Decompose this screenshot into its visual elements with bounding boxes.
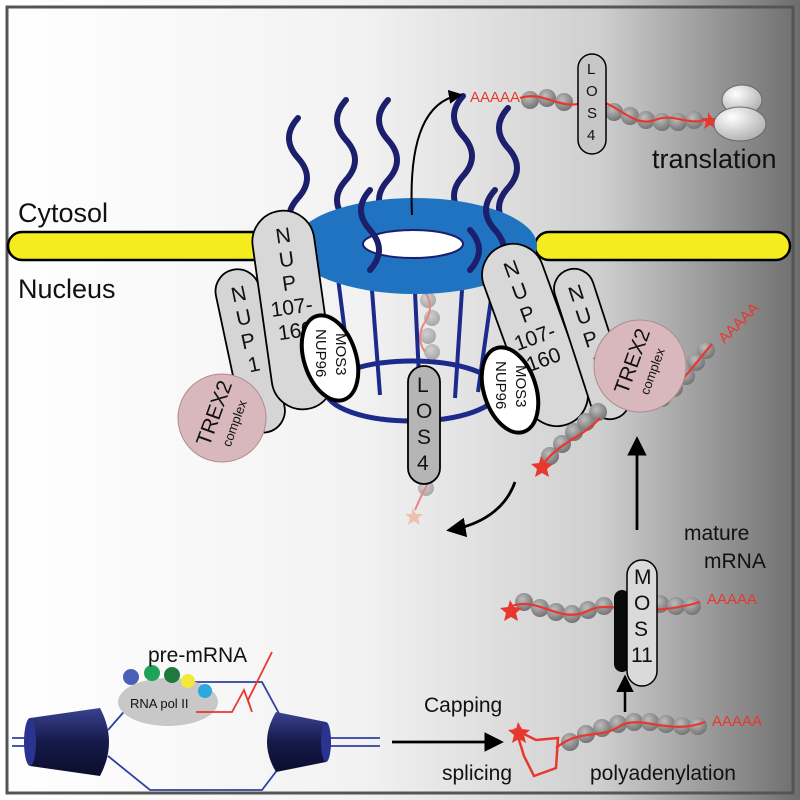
svg-text:S: S: [634, 618, 648, 641]
mature-mrna: AAAAA: [500, 591, 757, 623]
svg-text:4: 4: [417, 452, 429, 475]
label-mrna: mRNA: [704, 550, 766, 573]
mos11-protein: M O S 11: [614, 559, 658, 687]
svg-text:11: 11: [631, 644, 653, 667]
svg-text:S: S: [587, 105, 597, 122]
diagram-frame: [5, 5, 795, 795]
nuclear-membrane-right: [533, 230, 792, 262]
svg-text:4: 4: [587, 127, 595, 144]
svg-text:O: O: [634, 592, 650, 615]
trex2-complex-right: TREX2 complex: [593, 319, 687, 413]
label-nucleus: Nucleus: [18, 274, 116, 304]
label-translation: translation: [652, 144, 777, 174]
svg-text:NUP96: NUP96: [492, 361, 509, 409]
recycling-arrow: [446, 481, 517, 538]
svg-text:L: L: [417, 374, 429, 397]
svg-text:N: N: [566, 281, 588, 308]
svg-text:P: P: [239, 329, 257, 354]
svg-text:O: O: [586, 83, 598, 100]
label-pre-mrna: pre-mRNA: [148, 644, 247, 667]
svg-text:N: N: [229, 282, 249, 308]
svg-text:O: O: [416, 400, 432, 423]
nascent-mrna: AAAAA: [508, 713, 762, 778]
svg-text:P: P: [281, 271, 298, 296]
los4-nucleus: L O S 4: [407, 365, 441, 485]
mos3-nup96-right: MOS3 NUP96: [479, 345, 541, 435]
svg-text:M: M: [634, 566, 652, 589]
pore-channel: [362, 229, 464, 259]
label-cytosol: Cytosol: [18, 198, 108, 228]
star-cap-trex2: [531, 456, 553, 477]
svg-text:U: U: [509, 279, 531, 306]
ribosome-icon: [713, 84, 767, 142]
svg-text:MOS3: MOS3: [512, 365, 529, 408]
svg-text:MOS3: MOS3: [332, 333, 349, 376]
label-rna-pol: RNA pol II: [130, 696, 189, 711]
label-capping: Capping: [424, 694, 502, 717]
export-arrow: [410, 89, 463, 216]
svg-text:NUP96: NUP96: [312, 329, 329, 377]
label-splicing: splicing: [442, 762, 512, 785]
los4-cytosol: L O S 4: [577, 53, 607, 155]
polyA-tail-cytosol: AAAAA: [470, 89, 520, 106]
svg-text:U: U: [234, 305, 254, 331]
rna-polymerase-ii: [118, 678, 218, 726]
svg-text:N: N: [274, 224, 292, 249]
polyA-tail-mature: AAAAA: [707, 591, 757, 608]
mos3-nup96-left: MOS3 NUP96: [299, 313, 361, 403]
polymerase-clamp-right: [267, 712, 331, 772]
svg-text:N: N: [501, 256, 523, 283]
svg-text:L: L: [587, 61, 595, 78]
label-mature: mature: [684, 522, 749, 545]
svg-text:1: 1: [246, 353, 262, 378]
svg-text:U: U: [573, 303, 595, 330]
label-polyadenylation: polyadenylation: [590, 762, 736, 785]
nascent-transcript: [196, 651, 273, 713]
svg-text:U: U: [277, 247, 295, 272]
polyA-tail-nascent: AAAAA: [712, 713, 762, 730]
svg-text:S: S: [417, 426, 431, 449]
ctd-modifications: [123, 665, 212, 698]
polymerase-clamp-left: [24, 708, 109, 776]
svg-text:P: P: [580, 327, 600, 353]
trex2-complex-left: TREX2 complex: [177, 373, 267, 463]
